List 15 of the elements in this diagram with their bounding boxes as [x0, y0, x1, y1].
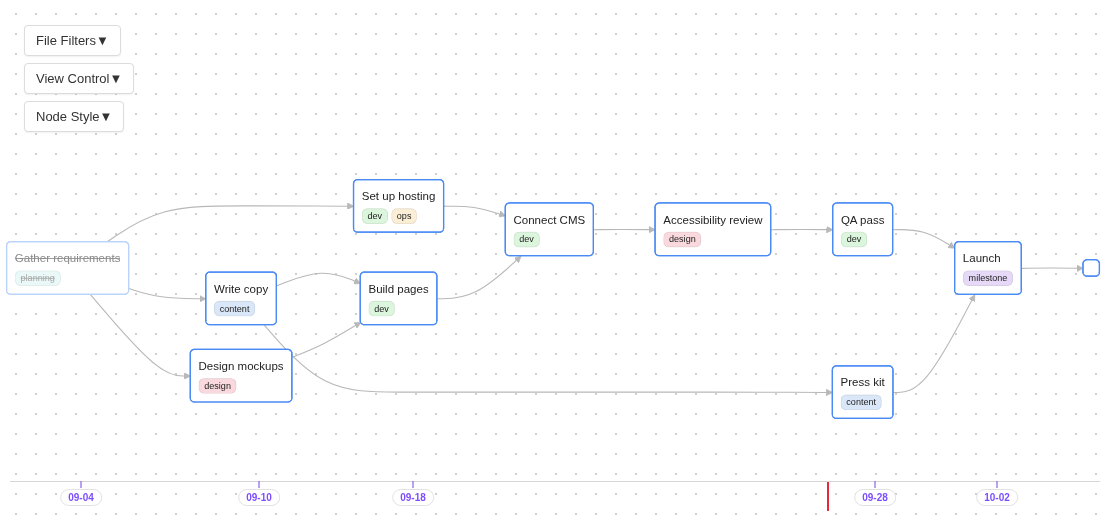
arrow	[436, 255, 522, 300]
arrow	[291, 322, 362, 358]
arrow	[593, 226, 656, 234]
date-label: 09-04	[60, 489, 102, 506]
date-label: 09-28	[854, 489, 896, 506]
arrow	[443, 205, 506, 218]
date-label: 09-18	[392, 489, 434, 506]
date-label: 09-10	[238, 489, 280, 506]
arrow	[276, 272, 361, 287]
date-label: 10-02	[976, 489, 1018, 506]
arrow	[892, 294, 976, 394]
dropdown-button: Node Style▼	[24, 101, 125, 132]
arrow	[892, 229, 956, 249]
dropdown-button: File Filters▼	[24, 25, 121, 56]
dropdown-button: View Control▼	[24, 63, 135, 94]
